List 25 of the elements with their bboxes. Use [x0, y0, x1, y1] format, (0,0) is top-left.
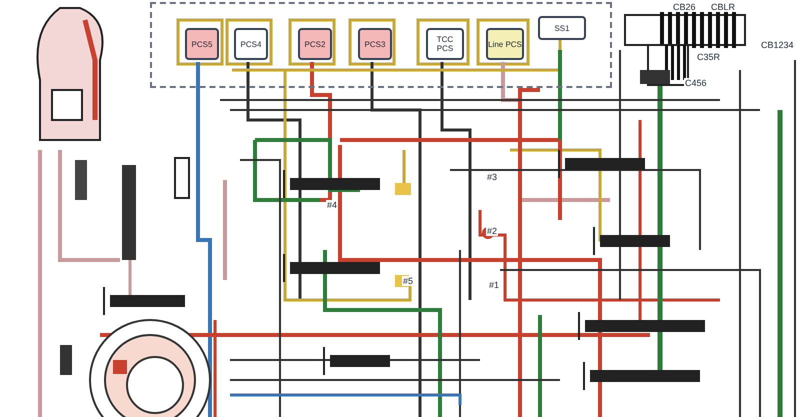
solenoid-label: PCS4	[240, 40, 262, 48]
solenoid-label: Line PCS	[488, 40, 522, 48]
component-label: #5	[402, 276, 414, 286]
component-label: CBLR	[710, 2, 736, 12]
solenoid-label: PCS3	[364, 40, 386, 48]
component-label: C35R	[696, 52, 722, 62]
solenoid-box	[298, 28, 332, 60]
component-label: CB26	[672, 2, 697, 12]
solenoid-label: PCS2	[304, 40, 326, 48]
component-label: #2	[486, 226, 498, 236]
component-label: #4	[326, 200, 338, 210]
component-label: CB1234	[760, 40, 795, 50]
solenoid-box	[486, 28, 524, 60]
solenoid-box	[185, 28, 219, 60]
component-label: #1	[488, 280, 500, 290]
solenoid-body-outline	[150, 2, 612, 88]
solenoid-label: PCS5	[192, 40, 212, 48]
solenoid-box	[234, 28, 268, 60]
solenoid-box	[426, 28, 464, 60]
component-label: C456	[684, 78, 708, 88]
solenoid-label: TCC PCS	[436, 35, 454, 53]
solenoid-label: SS1	[554, 24, 570, 32]
solenoid-box	[538, 16, 586, 40]
solenoid-box	[358, 28, 392, 60]
component-label: #3	[486, 172, 498, 182]
